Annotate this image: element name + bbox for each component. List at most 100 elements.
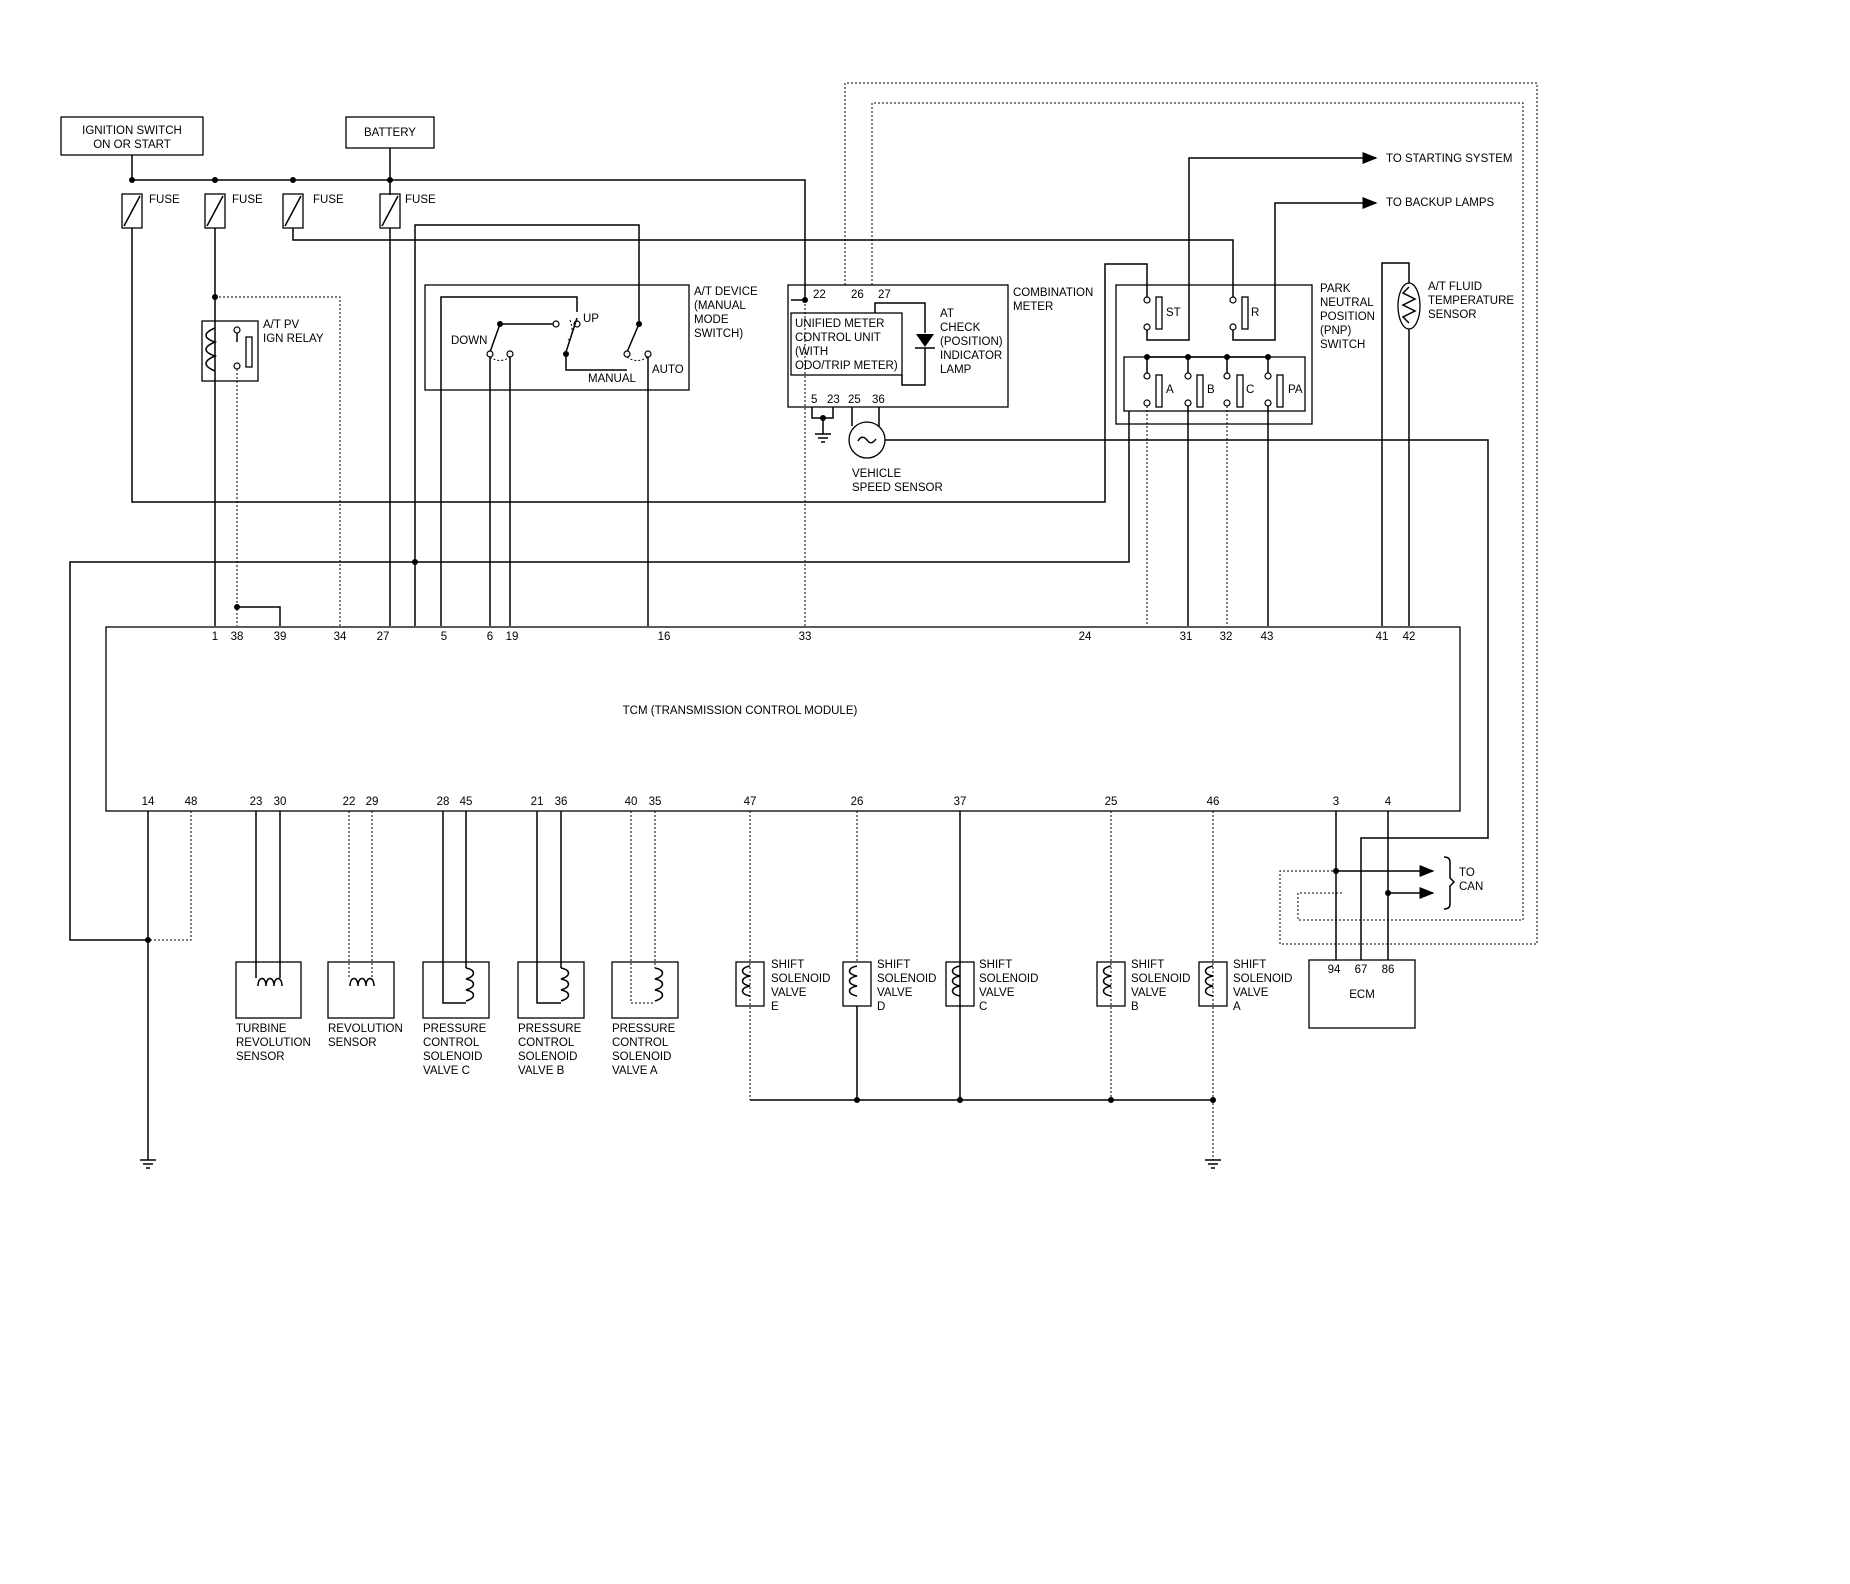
switch-manual-label: MANUAL [588,373,637,385]
tcm-pin: 37 [954,796,967,808]
meter-pin-36: 36 [872,394,885,406]
pcs-c-label-2: CONTROL [423,1037,480,1049]
tcm-pin: 4 [1385,796,1392,808]
tcm-pin: 24 [1079,631,1092,643]
fluid-sensor-label-2: TEMPERATURE [1428,295,1514,307]
turbine-label-2: REVOLUTION [236,1037,311,1049]
pcs-c-label-3: SOLENOID [423,1051,482,1063]
ssv-b-label-2: SOLENOID [1131,973,1190,985]
meter-unit-label-3: (WITH [795,346,828,358]
tcm-pin: 27 [377,631,390,643]
tcm-ground-icon [140,1159,156,1169]
ssv-a-label-1: SHIFT [1233,959,1266,971]
meter-unit-label-2: CONTROL UNIT [795,332,881,344]
shift-solenoid-valve-d: SHIFT SOLENOID VALVE D [842,811,936,1100]
can-label-2: CAN [1459,881,1483,893]
tcm-pin: 16 [658,631,671,643]
ecm-pin-86: 86 [1382,964,1395,976]
lamp-label-5: LAMP [940,364,972,376]
fuse-1: FUSE [121,193,180,229]
ssv-c-label-1: SHIFT [979,959,1012,971]
shift-solenoid-valve-b: SHIFT SOLENOID VALVE B [1096,811,1190,1100]
pnp-label-5: SWITCH [1320,339,1365,351]
tcm-pin: 28 [437,796,450,808]
turbine-label-1: TURBINE [236,1023,287,1035]
ssv-b-label-1: SHIFT [1131,959,1164,971]
vehicle-speed-sensor: VEHICLE SPEED SENSOR [848,421,943,494]
fluid-sensor-label-1: A/T FLUID [1428,281,1482,293]
shift-solenoid-valve-c: SHIFT SOLENOID VALVE C [945,811,1038,1100]
tcm-pin: 21 [531,796,544,808]
pcs-a-label-3: SOLENOID [612,1051,671,1063]
fuse-3-label: FUSE [313,194,344,206]
ssv-c-label-4: C [979,1001,987,1013]
ssv-c-label-3: VALVE [979,987,1015,999]
tcm-pin: 42 [1403,631,1416,643]
pnp-contact-c: C [1246,384,1254,396]
vss-label-2: SPEED SENSOR [852,482,943,494]
meter-unit-label-4: ODO/TRIP METER) [795,360,898,372]
at-device-label-4: SWITCH) [694,328,743,340]
tcm-pin: 40 [625,796,638,808]
switch-down-label: DOWN [451,335,487,347]
lamp-label-1: AT [940,308,954,320]
tcm-pin: 43 [1261,631,1274,643]
meter-pin-22: 22 [813,289,826,301]
pnp-label-3: POSITION [1320,311,1375,323]
ignition-switch: IGNITION SWITCH ON OR START [60,116,204,156]
ssv-d-label-4: D [877,1001,885,1013]
tcm-pin: 41 [1376,631,1389,643]
turbine-revolution-sensor: TURBINE REVOLUTION SENSOR [235,811,311,1063]
at-device-label-2: (MANUAL [694,300,746,312]
ignition-switch-label-2: ON OR START [93,139,171,151]
can-label-1: TO [1459,867,1475,879]
ssv-a-label-2: SOLENOID [1233,973,1292,985]
pnp-contact-pa: PA [1288,384,1303,396]
tcm-pin: 38 [231,631,244,643]
combination-meter-label-1: COMBINATION [1013,287,1093,299]
ssv-b-label-3: VALVE [1131,987,1167,999]
meter-pin-27: 27 [878,289,891,301]
meter-unit-label-1: UNIFIED METER [795,318,884,330]
pcs-a-label-1: PRESSURE [612,1023,676,1035]
pressure-control-solenoid-valve-c: PRESSURE CONTROL SOLENOID VALVE C [422,811,490,1077]
pcs-c-label-4: VALVE C [423,1065,470,1077]
at-device: A/T DEVICE (MANUAL MODE SWITCH) UP DOWN … [424,284,758,626]
tcm-pin: 19 [506,631,519,643]
tcm-pin: 23 [250,796,263,808]
battery: BATTERY [345,116,435,149]
pcs-b-label-2: CONTROL [518,1037,575,1049]
revolution-label-2: SENSOR [328,1037,377,1049]
fluid-sensor-label-3: SENSOR [1428,309,1477,321]
revolution-label-1: REVOLUTION [328,1023,403,1035]
solenoid-ground-icon [1205,1159,1221,1169]
pnp-contact-r: R [1251,307,1259,319]
ecm-pin-94: 94 [1328,964,1341,976]
fuse-1-label: FUSE [149,194,180,206]
tcm-pin: 1 [212,631,218,643]
at-device-label-1: A/T DEVICE [694,286,758,298]
tcm-pin: 30 [274,796,287,808]
at-device-label-3: MODE [694,314,729,326]
ssv-e-label-2: SOLENOID [771,973,830,985]
ecm-label: ECM [1349,989,1375,1001]
pnp-label-1: PARK [1320,283,1351,295]
pcs-b-label-4: VALVE B [518,1065,565,1077]
switch-auto-label: AUTO [652,364,684,376]
tcm-label: TCM (TRANSMISSION CONTROL MODULE) [623,705,858,717]
tcm-pin: 47 [744,796,757,808]
tcm-pin: 26 [851,796,864,808]
pnp-contact-st: ST [1166,307,1181,319]
tcm-pin: 22 [343,796,356,808]
ecm-pin-67: 67 [1355,964,1368,976]
ssv-c-label-2: SOLENOID [979,973,1038,985]
pcs-a-label-2: CONTROL [612,1037,669,1049]
ssv-e-label-3: VALVE [771,987,807,999]
tcm-pin: 34 [334,631,347,643]
pnp-contact-a: A [1166,384,1174,396]
ssv-e-label-4: E [771,1001,779,1013]
ssv-d-label-1: SHIFT [877,959,910,971]
ssv-a-label-3: VALVE [1233,987,1269,999]
tcm-pin: 25 [1105,796,1118,808]
tcm-pin: 29 [366,796,379,808]
